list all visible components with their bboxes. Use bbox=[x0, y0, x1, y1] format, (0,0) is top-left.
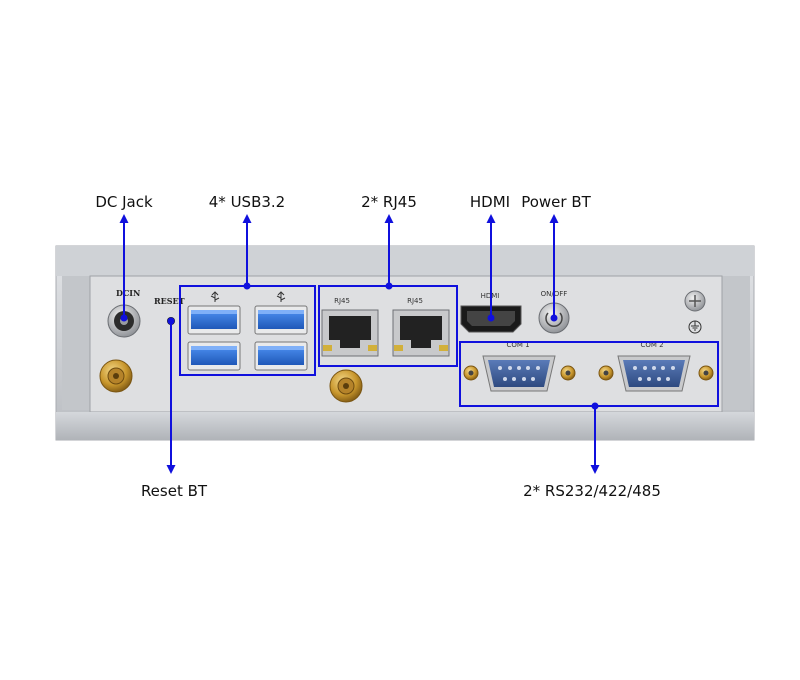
com-highlight-box bbox=[459, 341, 719, 407]
rj45-port[interactable] bbox=[321, 309, 379, 357]
ground-screw bbox=[684, 290, 706, 334]
usb-port[interactable] bbox=[187, 305, 241, 335]
usb-arrow bbox=[242, 214, 252, 290]
panel-label-reset: RESET bbox=[154, 296, 185, 306]
usb-port[interactable] bbox=[187, 341, 241, 371]
serial-arrow bbox=[590, 402, 600, 474]
panel-label-rj45-b: RJ45 bbox=[407, 297, 423, 305]
callout-usb: 4* USB3.2 bbox=[209, 193, 285, 211]
callout-dc-jack: DC Jack bbox=[95, 193, 153, 211]
panel-label-rj45-a: RJ45 bbox=[334, 297, 350, 305]
ground-icon bbox=[688, 320, 702, 334]
usb-port[interactable] bbox=[254, 341, 308, 371]
callout-serial: 2* RS232/422/485 bbox=[523, 482, 661, 500]
usb-port[interactable] bbox=[254, 305, 308, 335]
com-port-group: COM 1 COM 2 bbox=[463, 341, 714, 392]
callout-power: Power BT bbox=[521, 193, 591, 211]
panel-label-com1: COM 1 bbox=[506, 341, 529, 349]
antenna-connector-left bbox=[99, 359, 133, 393]
reset-arrow bbox=[166, 317, 176, 474]
antenna-connector-center bbox=[329, 369, 363, 403]
usb-port-group bbox=[187, 291, 308, 371]
panel-label-com2: COM 2 bbox=[640, 341, 663, 349]
dc-jack-arrow bbox=[119, 214, 129, 322]
rj45-arrow bbox=[384, 214, 394, 290]
com-port[interactable] bbox=[598, 355, 714, 392]
usb-icon bbox=[210, 291, 286, 302]
callout-hdmi: HDMI bbox=[470, 193, 510, 211]
callout-reset: Reset BT bbox=[141, 482, 208, 500]
hdmi-arrow bbox=[486, 214, 496, 322]
rj45-port-group: RJ45 RJ45 bbox=[321, 297, 450, 357]
callout-rj45: 2* RJ45 bbox=[361, 193, 417, 211]
rj45-port[interactable] bbox=[392, 309, 450, 357]
chassis-bottom bbox=[56, 412, 754, 440]
panel-label-dcin: DCIN bbox=[116, 288, 140, 298]
com-port[interactable] bbox=[463, 355, 576, 392]
power-arrow bbox=[549, 214, 559, 322]
